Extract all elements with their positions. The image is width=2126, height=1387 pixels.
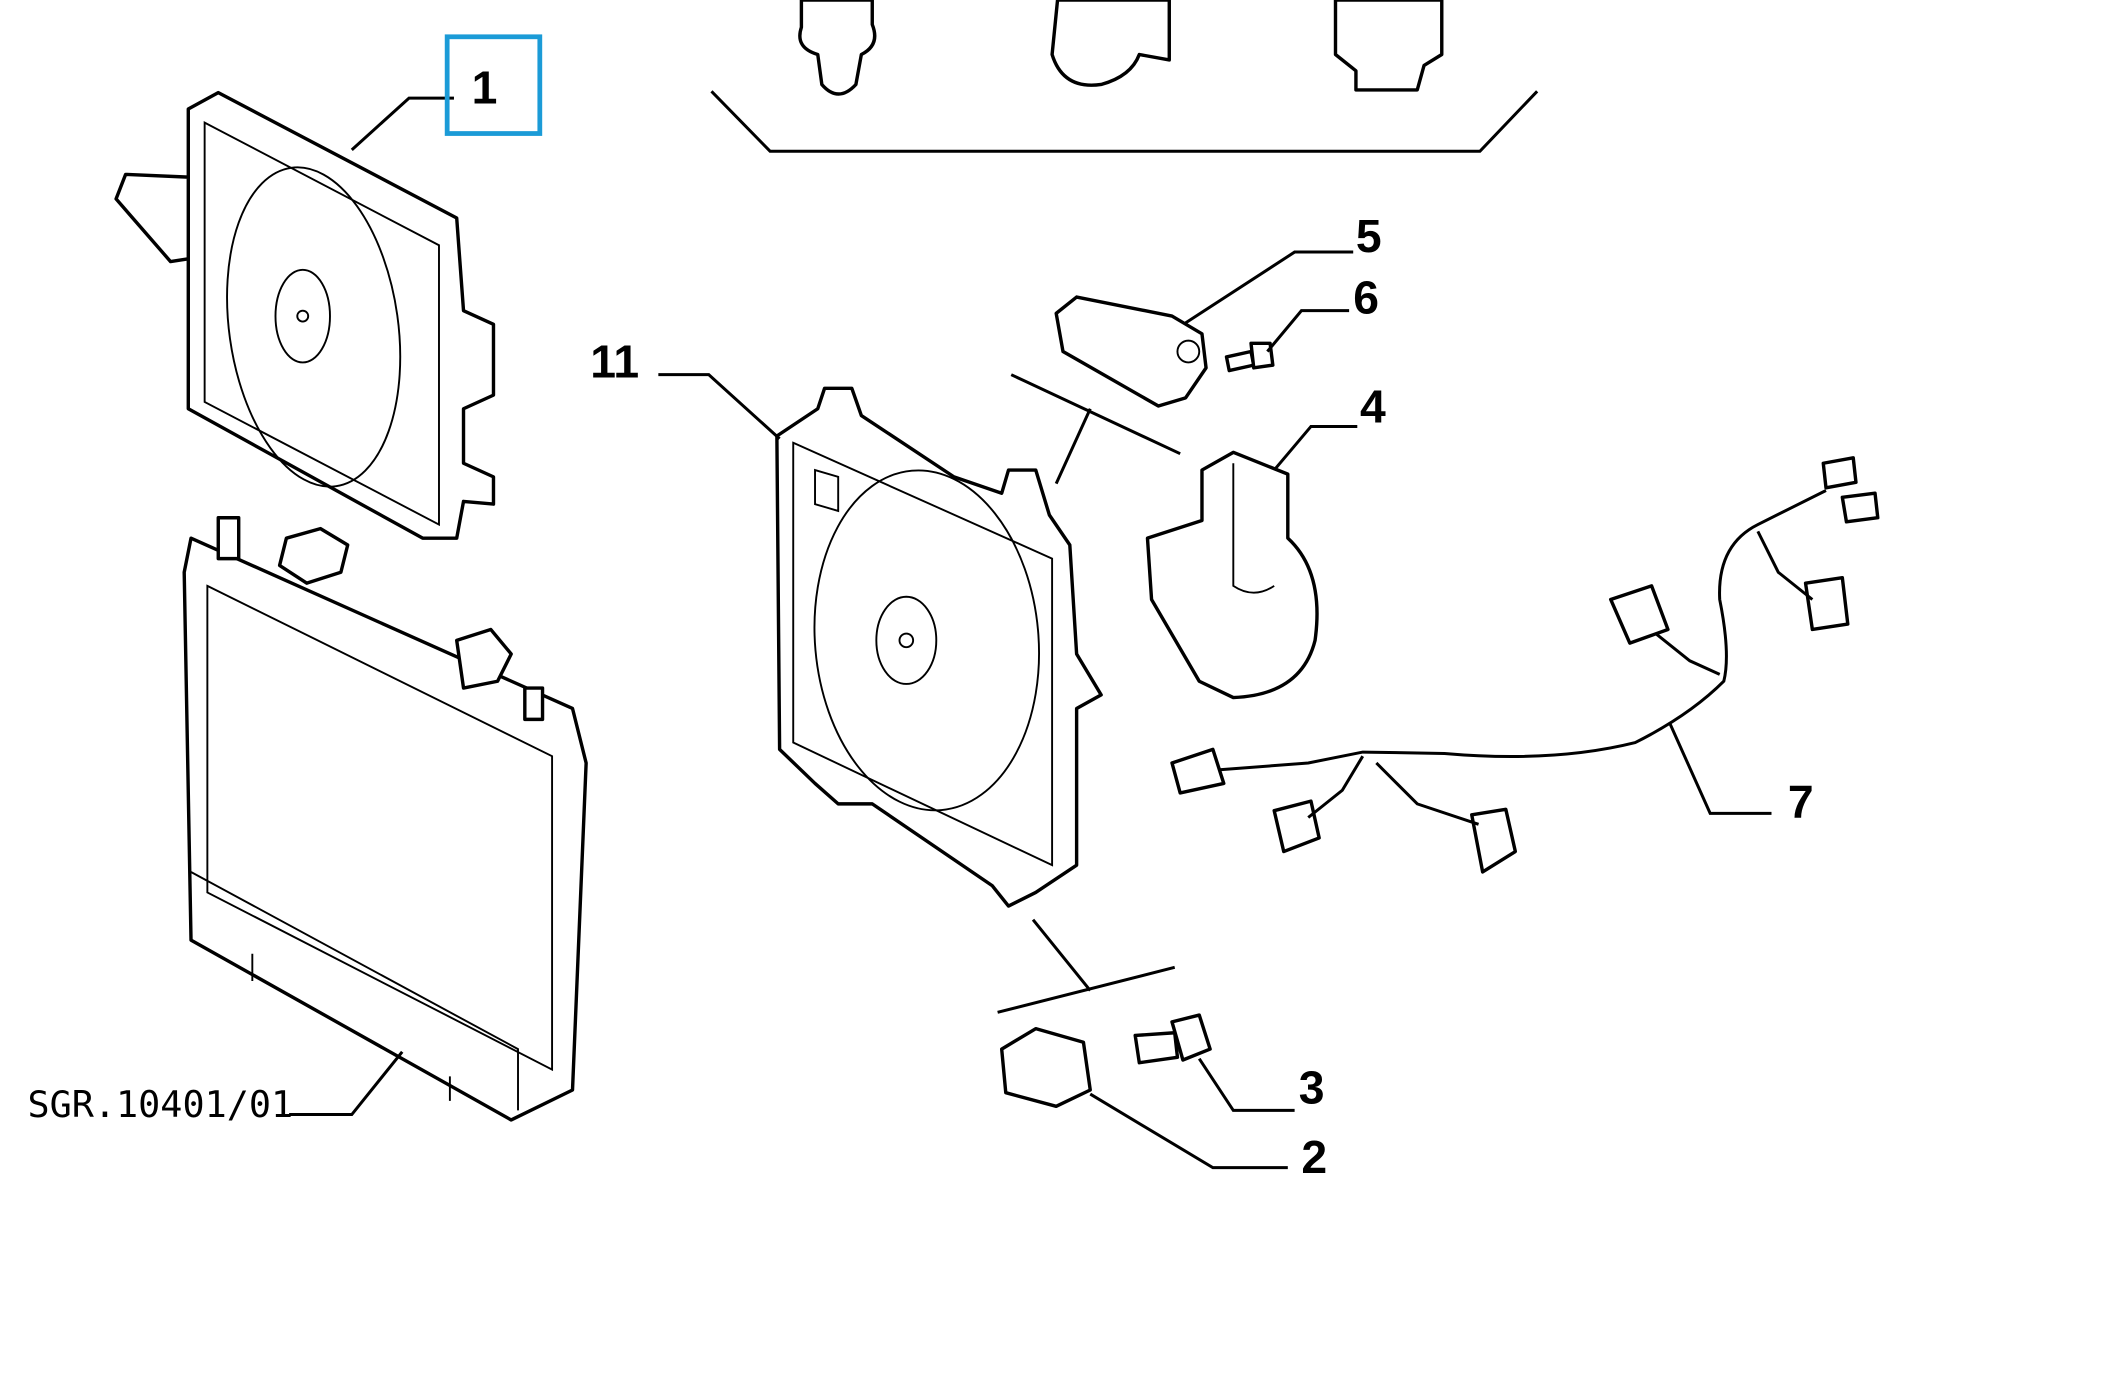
part-3-bolt[interactable]: [1133, 1013, 1212, 1065]
part-1-fan-assembly[interactable]: [114, 90, 496, 540]
callout-5[interactable]: 5: [1356, 210, 1382, 262]
part-6-screw[interactable]: [1224, 341, 1275, 373]
callout-3[interactable]: 3: [1299, 1062, 1325, 1114]
callout-6[interactable]: 6: [1353, 271, 1379, 323]
relay: [1333, 0, 1444, 92]
top-accessories: [710, 0, 1539, 153]
hose-clip: [1050, 0, 1171, 87]
assembly-guide-lines: [997, 373, 1181, 1014]
callout-1[interactable]: 1: [472, 62, 498, 114]
leader-lines: [289, 96, 1772, 1170]
diagram-reference-code: SGR.10401/01: [28, 1083, 294, 1126]
push-clip: [798, 0, 877, 96]
part-11-fan-shroud[interactable]: [775, 386, 1103, 908]
callout-11[interactable]: 11: [590, 335, 639, 387]
part-7-wiring-harness[interactable]: [1170, 456, 1880, 874]
radiator: [182, 516, 588, 1122]
callout-7[interactable]: 7: [1788, 775, 1814, 827]
callout-2[interactable]: 2: [1301, 1131, 1327, 1183]
selected-part-highlight[interactable]: [444, 34, 543, 136]
part-2-rubber-mount[interactable]: [999, 1026, 1092, 1109]
callout-4[interactable]: 4: [1360, 380, 1386, 432]
part-5-resistor[interactable]: [1054, 295, 1208, 408]
part-4-cover[interactable]: [1145, 450, 1319, 700]
